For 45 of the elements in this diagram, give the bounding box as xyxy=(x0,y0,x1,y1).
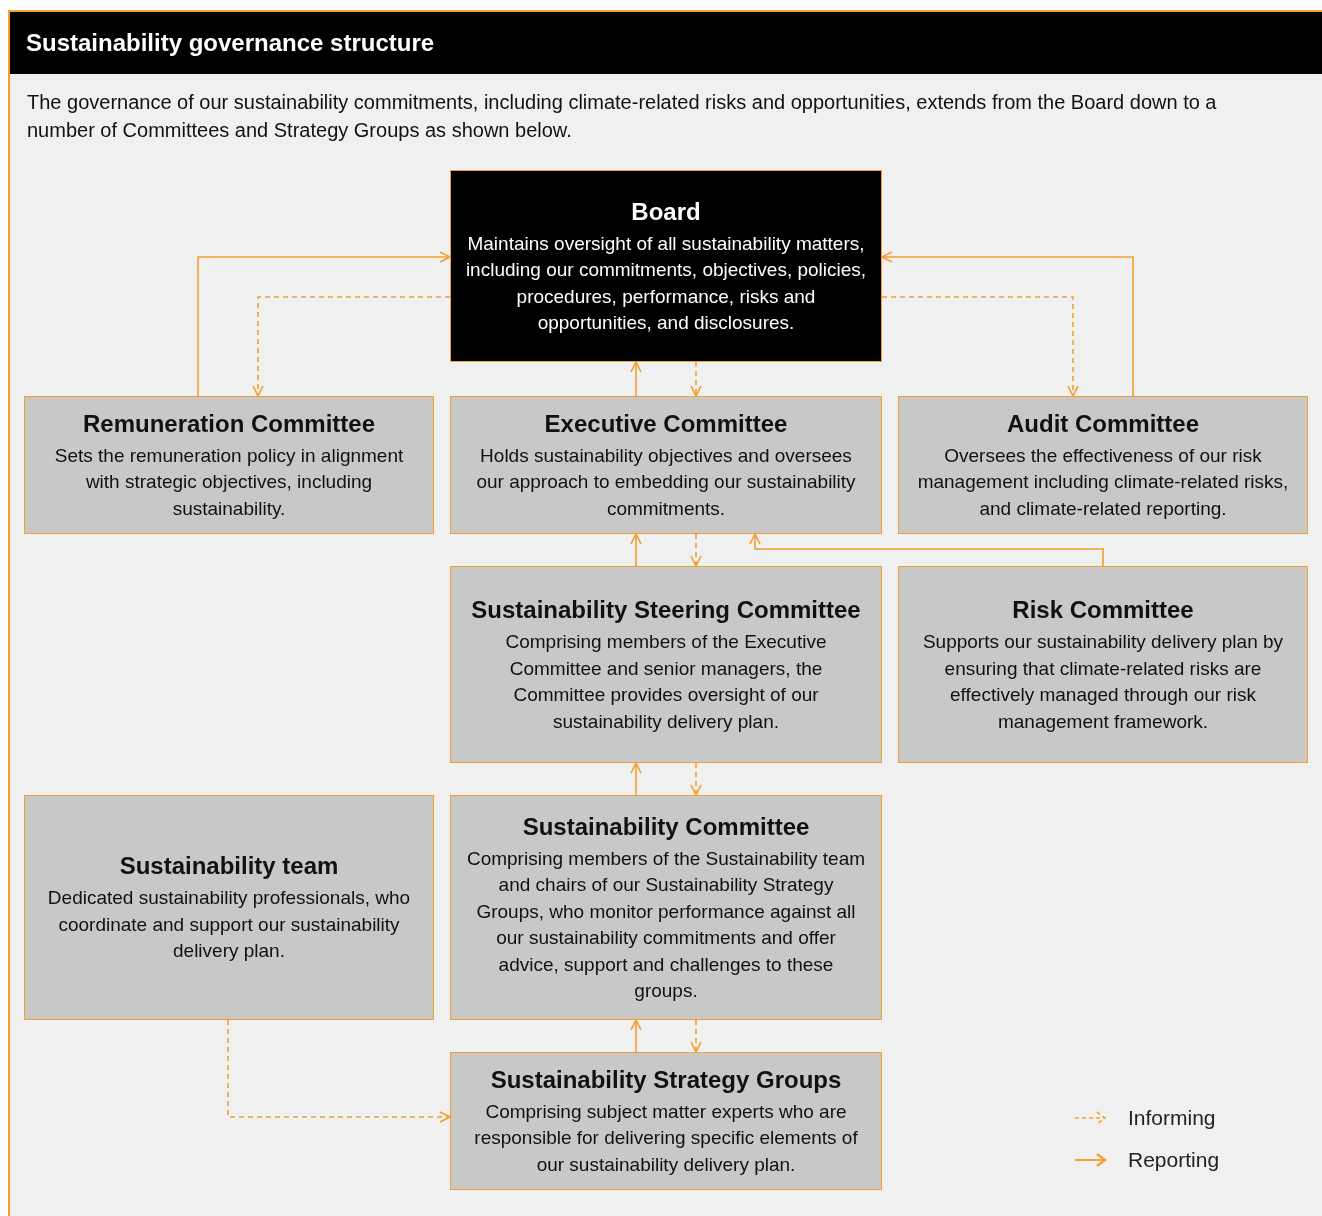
arrow xyxy=(197,251,451,397)
box-description: Comprising members of the Sustainability team and chairs of our Sustainability Strategy Groups, who monitor performance against all our sustainability commitments and offer advice, support and challenges to these groups. xyxy=(465,846,867,1003)
committee-box xyxy=(24,795,434,1020)
box-title: Sustainability Committee xyxy=(522,811,810,842)
arrow xyxy=(690,533,702,567)
arrow xyxy=(881,251,1134,397)
committee-box xyxy=(450,566,882,763)
committee-box xyxy=(898,396,1308,534)
box-title: Audit Committee xyxy=(1007,408,1199,439)
title: Sustainability governance structure xyxy=(26,29,435,57)
committee-box xyxy=(450,1052,882,1190)
arrow xyxy=(252,296,451,397)
arrow xyxy=(690,1019,702,1053)
box-title: Remuneration Committee xyxy=(82,408,375,439)
box-title: Risk Committee xyxy=(1012,595,1194,625)
arrow xyxy=(630,1019,642,1053)
box-description: Comprising members of the Executive Committee and senior managers, the Committee provides oversight of our sustainability delivery plan. xyxy=(504,630,828,734)
arrow xyxy=(690,762,702,796)
legend-label: Informing xyxy=(1128,1106,1216,1130)
box-description: Supports our sustainability delivery plan by ensuring that climate-related risks are effectively managed through our risk management framework. xyxy=(921,630,1285,734)
committee-box xyxy=(898,566,1308,763)
box-description: Sets the remuneration policy in alignment with strategic objectives, including sustainability. xyxy=(53,443,405,521)
box-title: Executive Committee xyxy=(544,408,788,439)
arrow xyxy=(881,296,1079,397)
arrow xyxy=(630,762,642,796)
box-description: Oversees the effectiveness of our risk management including climate-related risks, and climate-related reporting. xyxy=(916,443,1290,521)
committee-box xyxy=(450,170,882,362)
arrow xyxy=(630,533,642,567)
box-title: Board xyxy=(631,196,701,227)
arrow xyxy=(630,361,642,397)
committee-box xyxy=(24,396,434,534)
box-title: Sustainability Steering Committee xyxy=(471,595,861,625)
committee-box xyxy=(450,396,882,534)
box-description: Maintains oversight of all sustainability matters, including our commitments, objectives, policies, procedures, performance, risks and opportunities, and disclosures. xyxy=(465,231,867,335)
box-title: Sustainability team xyxy=(119,851,339,882)
box-title: Sustainability Strategy Groups xyxy=(490,1064,842,1095)
intro-text: The governance of our sustainability commitments, including climate-related risks and opportunities, extends from the Board down to a number of Committees and Strategy Groups as shown below. xyxy=(27,90,1218,143)
arrow xyxy=(690,361,702,397)
box-description: Comprising subject matter experts who are responsible for delivering specific elements of our sustainability delivery plan. xyxy=(473,1099,859,1177)
arrow xyxy=(227,1019,451,1123)
legend-label: Reporting xyxy=(1128,1148,1220,1172)
committee-box xyxy=(450,795,882,1020)
box-description: Holds sustainability objectives and oversees our approach to embedding our sustainability commitments. xyxy=(475,443,857,521)
box-description: Dedicated sustainability professionals, who coordinate and support our sustainability delivery plan. xyxy=(46,886,412,964)
arrow xyxy=(749,533,1104,567)
